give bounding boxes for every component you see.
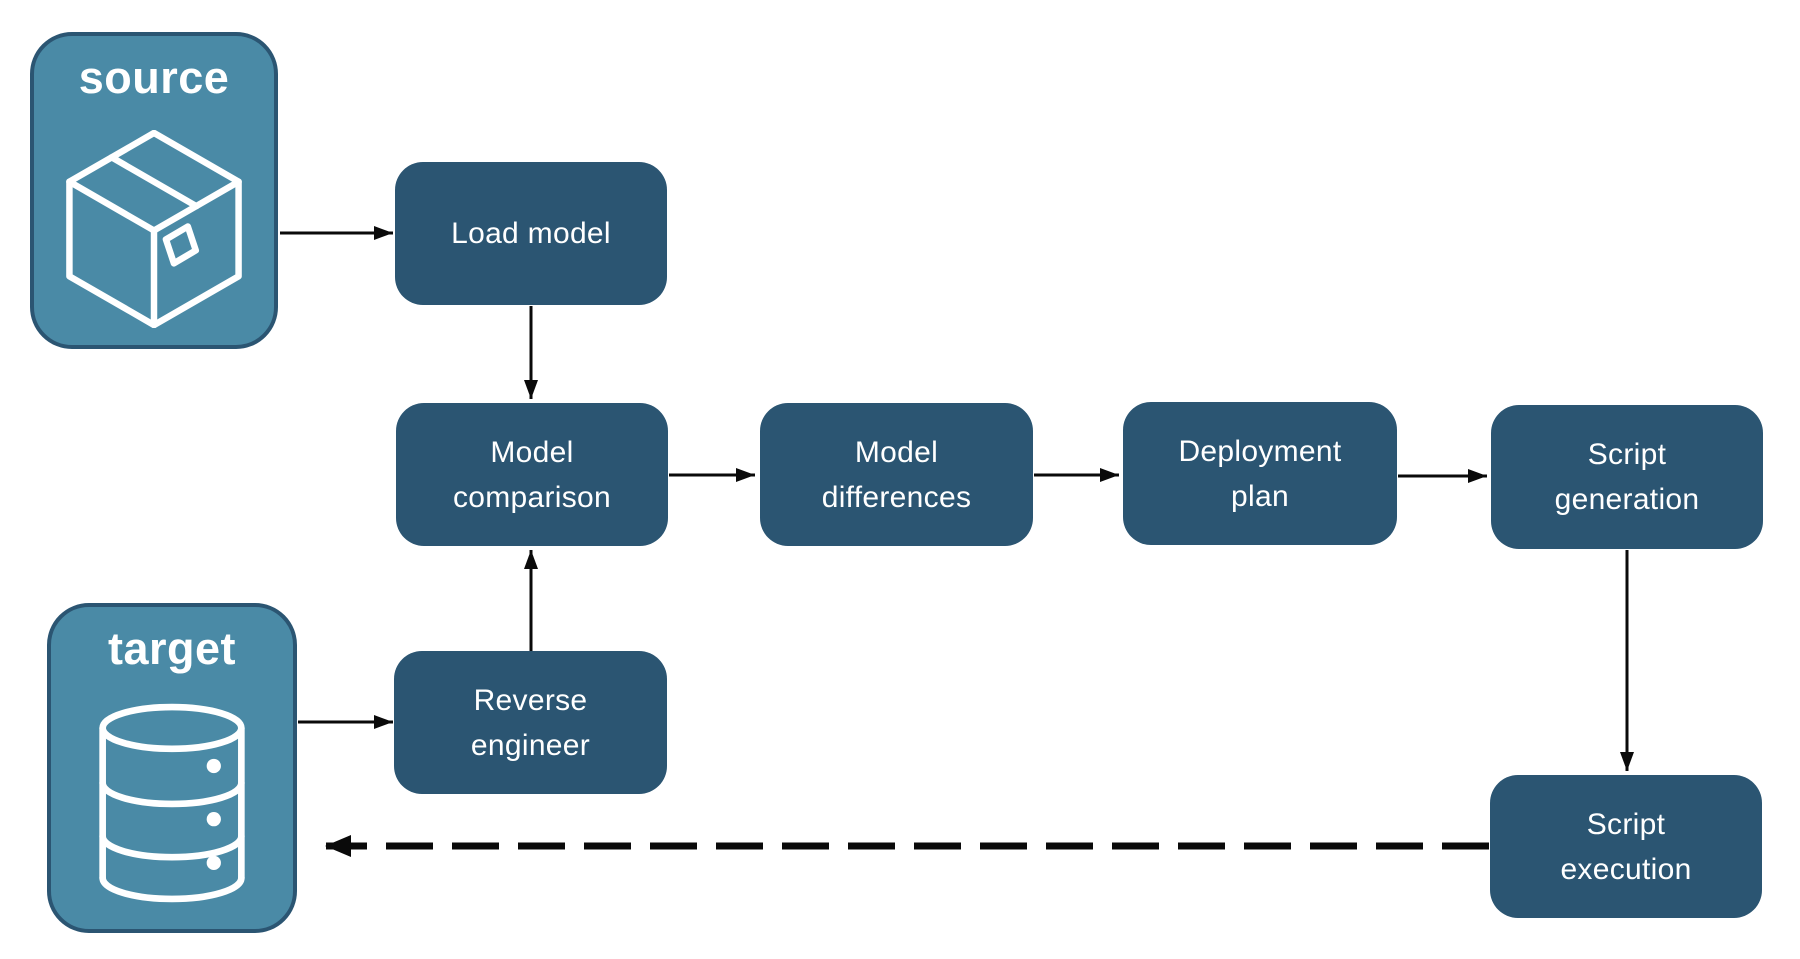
node-model-comparison-label: Model comparison bbox=[452, 435, 612, 514]
node-script-execution: Script execution bbox=[1490, 775, 1762, 918]
node-deployment-plan-label: Deployment plan bbox=[1178, 434, 1342, 513]
node-script-generation: Script generation bbox=[1491, 405, 1763, 549]
package-icon bbox=[65, 130, 243, 328]
node-deployment-plan: Deployment plan bbox=[1123, 402, 1397, 545]
database-icon bbox=[96, 699, 248, 907]
node-load-model-label: Load model bbox=[451, 217, 611, 250]
node-reverse-engineer-label: Reverse engineer bbox=[470, 683, 591, 762]
node-reverse-engineer: Reverse engineer bbox=[394, 651, 667, 794]
target-entity: target bbox=[47, 603, 297, 933]
node-model-comparison: Model comparison bbox=[396, 403, 668, 546]
node-script-generation-label: Script generation bbox=[1554, 438, 1700, 516]
node-load-model: Load model bbox=[395, 162, 667, 305]
node-model-differences-label: Model differences bbox=[821, 435, 972, 514]
target-label: target bbox=[107, 623, 237, 674]
source-label: source bbox=[78, 52, 230, 103]
node-script-execution-label: Script execution bbox=[1560, 807, 1692, 886]
node-model-differences: Model differences bbox=[760, 403, 1033, 546]
source-entity: source bbox=[30, 32, 278, 349]
